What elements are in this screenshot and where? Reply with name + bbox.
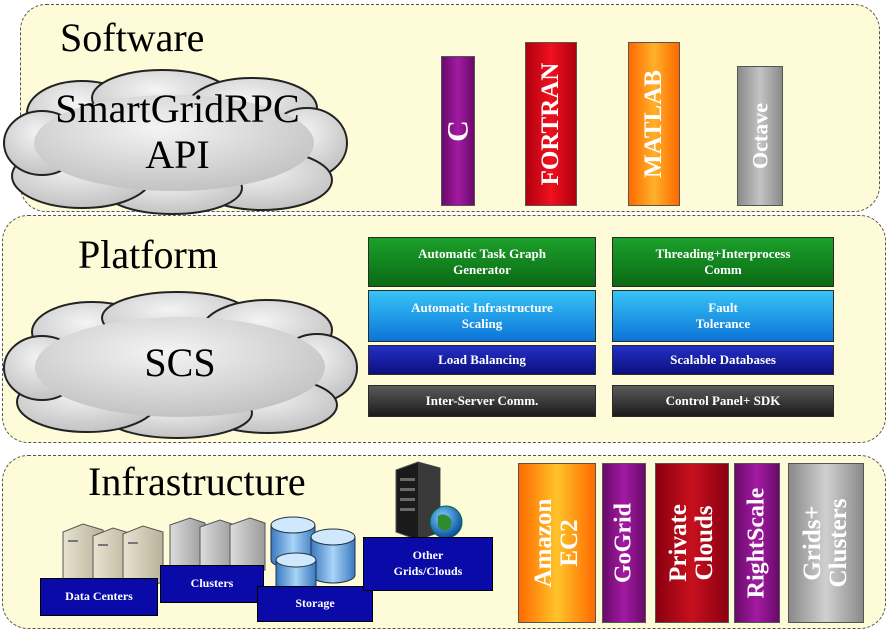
- language-fortran: FORTRAN: [525, 42, 577, 206]
- language-c-label: C: [441, 120, 475, 142]
- smartgridrpc-line: SmartGridRPC: [55, 86, 300, 131]
- grids-clouds-line: Grids/Clouds: [393, 564, 463, 578]
- provider-gogrid-label: GoGrid: [610, 502, 637, 584]
- smartgridrpc-cloud: [3, 69, 348, 215]
- language-octave: Octave: [737, 66, 783, 206]
- provider-line: Private: [664, 504, 692, 582]
- storage-label: Storage: [257, 586, 373, 622]
- infrastructure-layer-title: Infrastructure: [88, 459, 306, 504]
- clusters-label: Clusters: [160, 565, 264, 603]
- language-fortran-label: FORTRAN: [536, 62, 564, 186]
- provider-line: Clusters: [825, 498, 852, 588]
- module-line: Scaling: [461, 316, 503, 331]
- scs-cloud: [3, 291, 358, 439]
- module-line: Generator: [453, 262, 511, 277]
- software-layer-title: Software: [60, 15, 205, 60]
- provider-rightscale: RightScale: [734, 463, 780, 623]
- language-octave-label: Octave: [747, 103, 773, 169]
- provider-rightscale-label: RightScale: [743, 487, 770, 599]
- provider-grids-clusters: Grids+Clusters: [788, 463, 864, 623]
- server-rack-globe-icon: [395, 461, 463, 541]
- module-load-balancing: Load Balancing: [368, 345, 596, 375]
- language-matlab: MATLAB: [628, 42, 680, 206]
- provider-line: Amazon: [529, 498, 557, 588]
- module-line: Tolerance: [695, 316, 751, 331]
- language-c: C: [441, 56, 475, 206]
- module-line: Automatic Infrastructure: [411, 299, 553, 315]
- provider-gogrid: GoGrid: [602, 463, 646, 623]
- module-line: Comm: [704, 262, 742, 277]
- module-line: Fault: [708, 299, 738, 315]
- scs-cloud-label: SCS: [144, 340, 216, 385]
- provider-line: EC2: [556, 519, 583, 567]
- clusters-server-icon: [169, 517, 266, 577]
- module-line: Threading+Interprocess: [655, 245, 791, 261]
- api-line: API: [145, 132, 210, 177]
- smartgridrpc-cloud-label: SmartGridRPC API: [15, 86, 340, 178]
- data-centers-label: Data Centers: [40, 578, 158, 616]
- module-inter-server-comm: Inter-Server Comm.: [368, 385, 596, 417]
- provider-grids-clusters-label: Grids+Clusters: [798, 498, 853, 588]
- data-centers-server-icon: [62, 523, 164, 590]
- module-line: Automatic Task Graph: [418, 245, 546, 261]
- storage-database-icon: [270, 516, 356, 595]
- other-line: Other: [412, 548, 444, 563]
- platform-layer-title: Platform: [78, 232, 218, 277]
- provider-line: Clouds: [691, 505, 718, 581]
- module-scalable-databases: Scalable Databases: [612, 345, 834, 375]
- other-grids-clouds-label: Other Grids/Clouds: [363, 537, 493, 591]
- provider-line: Grids+: [798, 505, 826, 581]
- language-matlab-label: MATLAB: [639, 70, 667, 178]
- module-control-panel-sdk: Control Panel+ SDK: [612, 385, 834, 417]
